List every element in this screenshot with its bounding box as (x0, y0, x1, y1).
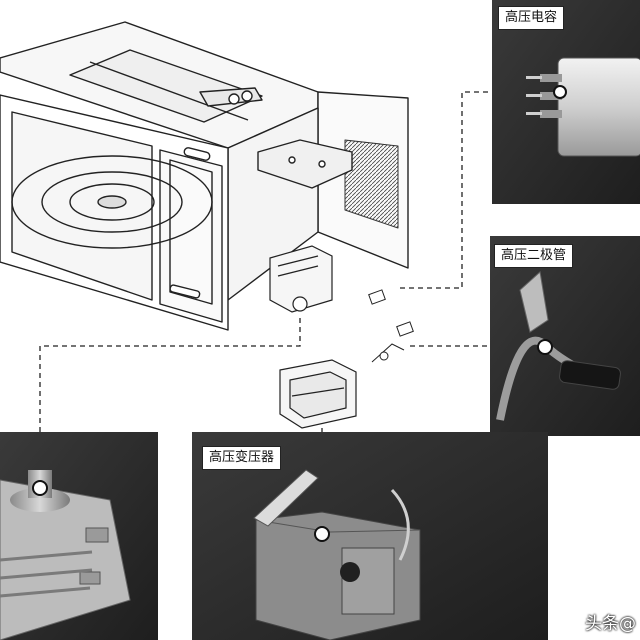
diode-label: 高压二极管 (494, 244, 574, 268)
microwave-oven-drawing (0, 21, 409, 331)
magnetron-photo (0, 432, 158, 640)
watermark: 头条@ (585, 614, 636, 634)
magnetron-marker (32, 480, 48, 496)
magnetron-line-drawing (269, 245, 333, 313)
diode-marker (537, 339, 553, 355)
diode-photo (490, 236, 640, 436)
capacitor-marker (553, 85, 567, 99)
transformer-line-drawing (279, 359, 357, 429)
transformer-marker (314, 526, 330, 542)
leader-magnetron (39, 318, 301, 488)
small-parts-line-drawing (368, 289, 414, 363)
transformer-photo (192, 432, 548, 640)
transformer-label: 高压变压器 (202, 446, 282, 470)
capacitor-label: 高压电容 (498, 6, 565, 30)
capacitor-photo (492, 0, 640, 204)
